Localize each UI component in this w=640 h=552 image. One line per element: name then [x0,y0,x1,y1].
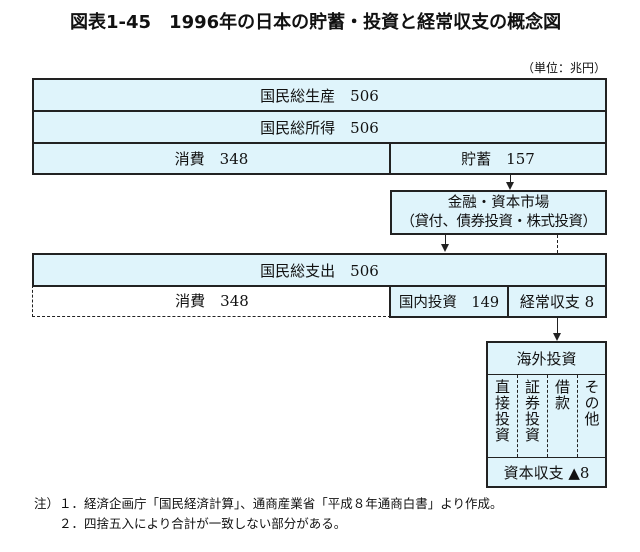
note-2: ２．四捨五入により合計が一致しない部分がある。 [34,516,347,531]
domestic-investment-box: 国内投資 149 [389,285,509,318]
figure-title: 図表1-45 1996年の日本の貯蓄・投資と経常収支の概念図 [70,12,562,33]
consumption-box: 消費 348 [32,142,391,175]
gni-box: 国民総所得 506 [32,110,607,144]
overseas-investment-header: 海外投資 [488,343,605,375]
financial-market-detail: （貸付、債券投資・株式投資） [400,213,598,230]
column-other: その他 [582,379,601,427]
gne-box: 国民総支出 506 [32,253,607,287]
overseas-investment-box: 海外投資 直接投資 証券投資 借款 その他 資本収支 ▲8 [486,341,607,488]
capital-account-footer: 資本収支 ▲8 [488,457,605,486]
arrow-down-icon [441,244,449,252]
note-1: 注）１．経済企画庁「国民経済計算」、通商産業省「平成８年通商白書」より作成。 [34,496,503,511]
financial-market-title: 金融・資本市場 [447,194,550,211]
financial-market-box: 金融・資本市場 （貸付、債券投資・株式投資） [390,190,607,235]
overseas-investment-columns: 直接投資 証券投資 借款 その他 [488,375,605,457]
arrow-down-icon [506,182,514,190]
arrow-down-icon [553,333,561,341]
unit-label: （単位：兆円） [521,61,606,75]
dashed-connector [557,235,558,253]
column-loans: 借款 [548,375,578,457]
savings-box: 貯蓄 157 [389,142,607,175]
column-portfolio-investment: 証券投資 [518,375,548,457]
connector-line [510,175,511,183]
connector-line [557,318,558,334]
consumption-expenditure-box: 消費 348 [32,285,391,317]
connector-line [445,235,446,245]
column-direct-investment: 直接投資 [488,375,518,457]
gnp-box: 国民総生産 506 [32,78,607,112]
current-account-box: 経常収支 8 [507,285,607,318]
